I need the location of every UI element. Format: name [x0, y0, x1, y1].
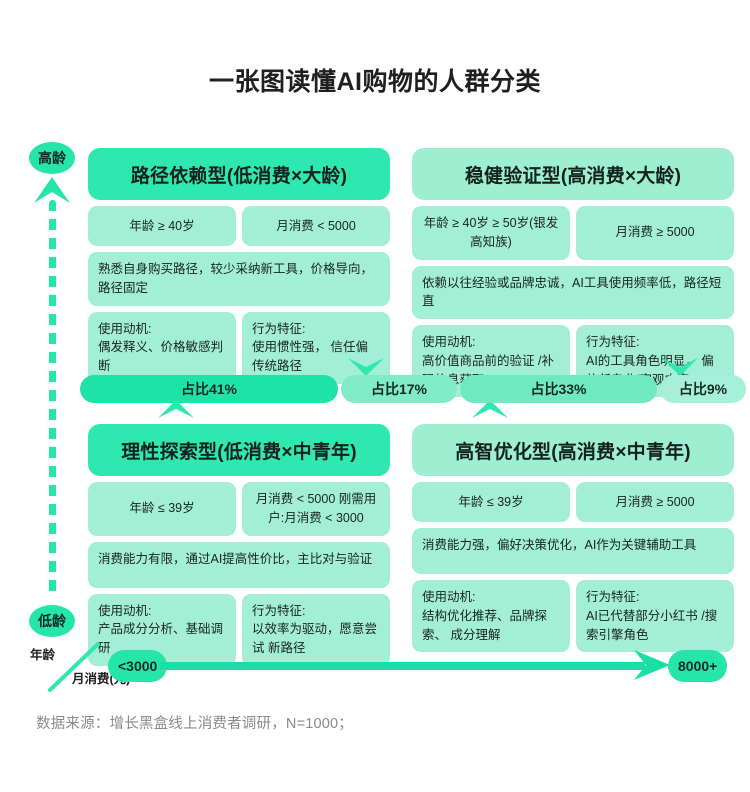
stat-age: 年龄 ≤ 39岁: [412, 482, 570, 522]
quadrant-smart-optimization[interactable]: 高智优化型(高消费×中青年) 年龄 ≤ 39岁 月消费 ≥ 5000 消费能力强…: [412, 424, 734, 653]
axis-dashed-line: [49, 200, 56, 595]
stat-age: 年龄 ≥ 40岁 ≥ 50岁(银发高知族): [412, 206, 570, 260]
motive-body: 偶发释义、价格敏感判断: [98, 340, 224, 373]
axis-label-low-age: 低龄: [29, 605, 75, 637]
share-segment-9[interactable]: 占比9%: [660, 375, 746, 403]
chevron-up-icon: [158, 400, 194, 418]
motive-title: 使用动机:: [98, 321, 152, 336]
motive-body: 结构优化推荐、品牌探索、 成分理解: [422, 608, 548, 642]
behavior-body: 使用惯性强， 信任偏传统路径: [252, 340, 368, 373]
quadrant-detail-row: 使用动机: 偶发释义、价格敏感判断 行为特征: 使用惯性强， 信任偏传统路径: [88, 311, 390, 384]
motive-cell: 使用动机: 偶发释义、价格敏感判断: [88, 311, 236, 384]
quadrant-description-row: 熟悉自身购买路径，较少采纳新工具，价格导向，路径固定: [88, 252, 390, 306]
quadrant-detail-row: 使用动机: 结构优化推荐、品牌探索、 成分理解 行为特征: AI已代替部分小红书…: [412, 580, 734, 653]
page-title: 一张图读懂AI购物的人群分类: [208, 68, 541, 96]
axis-value-max: 8000+: [668, 650, 728, 682]
data-source-footer: 数据来源：增长黑盒线上消费者调研，N=1000；: [36, 716, 353, 732]
axis-arrow-up-icon: [34, 177, 70, 203]
axis-line: [160, 662, 645, 670]
chevron-down-icon: [348, 358, 384, 376]
share-bar: 占比41% 占比17% 占比33% 占比9%: [0, 375, 750, 403]
share-segment-41[interactable]: 占比41%: [80, 375, 338, 403]
behavior-title: 行为特征:: [586, 335, 640, 349]
motive-cell: 使用动机: 结构优化推荐、品牌探索、 成分理解: [412, 580, 570, 653]
motive-cell: 使用动机: 产品成分分析、基础调研: [88, 593, 236, 666]
behavior-cell: 行为特征: AI已代替部分小红书 /搜索引擎角色: [576, 580, 734, 653]
behavior-body: 以效率为驱动，愿意尝试 新路径: [252, 622, 378, 655]
quadrant-description: 依赖以往经验或品牌忠诚，AI工具使用频率低，路径短直: [412, 265, 734, 319]
quadrant-description: 熟悉自身购买路径，较少采纳新工具，价格导向，路径固定: [88, 252, 390, 306]
quadrant-header: 路径依赖型(低消费×大龄): [88, 148, 390, 200]
quadrant-rational-exploration[interactable]: 理性探索型(低消费×中青年) 年龄 ≤ 39岁 月消费 < 5000 刚需用户:…: [88, 424, 390, 666]
quadrant-stats-row: 年龄 ≤ 39岁 月消费 ≥ 5000: [412, 482, 734, 522]
age-axis: 高龄 低龄: [26, 142, 82, 637]
spend-axis: 年龄 月消费(元) <3000 8000+: [0, 640, 750, 696]
quadrant-description-row: 消费能力有限，通过AI提高性价比，主比对与验证: [88, 541, 390, 588]
quadrant-stats-row: 年龄 ≥ 40岁 月消费 < 5000: [88, 206, 390, 246]
motive-title: 使用动机:: [422, 335, 476, 349]
quadrant-stats-row: 年龄 ≤ 39岁 月消费 < 5000 刚需用户:月消费 < 3000: [88, 482, 390, 536]
stat-age: 年龄 ≤ 39岁: [88, 482, 236, 536]
quadrant-header: 高智优化型(高消费×中青年): [412, 424, 734, 476]
behavior-cell: 行为特征: 以效率为驱动，愿意尝试 新路径: [242, 593, 390, 666]
axis-divider-slash-icon: [48, 642, 100, 692]
quadrant-header: 理性探索型(低消费×中青年): [88, 424, 390, 476]
quadrant-description-row: 消费能力强，偏好决策优化，AI作为关键辅助工具: [412, 528, 734, 574]
behavior-body: AI已代替部分小红书 /搜索引擎角色: [586, 608, 718, 642]
quadrant-description: 消费能力有限，通过AI提高性价比，主比对与验证: [88, 541, 390, 588]
stat-spend: 月消费 < 5000: [242, 206, 390, 246]
motive-title: 使用动机:: [422, 590, 476, 604]
motive-body: 产品成分分析、基础调研: [98, 622, 224, 655]
chevron-down-icon: [662, 358, 698, 376]
axis-label-age: 年龄: [30, 648, 56, 662]
quadrant-header: 稳健验证型(高消费×大龄): [412, 148, 734, 200]
quadrant-detail-row: 使用动机: 产品成分分析、基础调研 行为特征: 以效率为驱动，愿意尝试 新路径: [88, 593, 390, 666]
behavior-title: 行为特征:: [586, 590, 640, 604]
behavior-title: 行为特征:: [252, 321, 306, 336]
share-segment-17[interactable]: 占比17%: [341, 375, 457, 403]
chevron-up-icon: [472, 400, 508, 418]
stat-spend: 月消费 < 5000 刚需用户:月消费 < 3000: [242, 482, 390, 536]
quadrant-stats-row: 年龄 ≥ 40岁 ≥ 50岁(银发高知族) 月消费 ≥ 5000: [412, 206, 734, 260]
axis-arrow-right-icon: [634, 650, 670, 680]
behavior-title: 行为特征:: [252, 603, 306, 618]
axis-value-min: <3000: [108, 650, 168, 682]
motive-title: 使用动机:: [98, 603, 152, 618]
quadrant-description-row: 依赖以往经验或品牌忠诚，AI工具使用频率低，路径短直: [412, 265, 734, 319]
stat-spend: 月消费 ≥ 5000: [576, 206, 734, 260]
axis-label-high-age: 高龄: [29, 142, 75, 174]
quadrant-description: 消费能力强，偏好决策优化，AI作为关键辅助工具: [412, 528, 734, 574]
stat-spend: 月消费 ≥ 5000: [576, 482, 734, 522]
quadrant-path-dependent[interactable]: 路径依赖型(低消费×大龄) 年龄 ≥ 40岁 月消费 < 5000 熟悉自身购买…: [88, 148, 390, 384]
stat-age: 年龄 ≥ 40岁: [88, 206, 236, 246]
share-segment-33[interactable]: 占比33%: [460, 375, 657, 403]
